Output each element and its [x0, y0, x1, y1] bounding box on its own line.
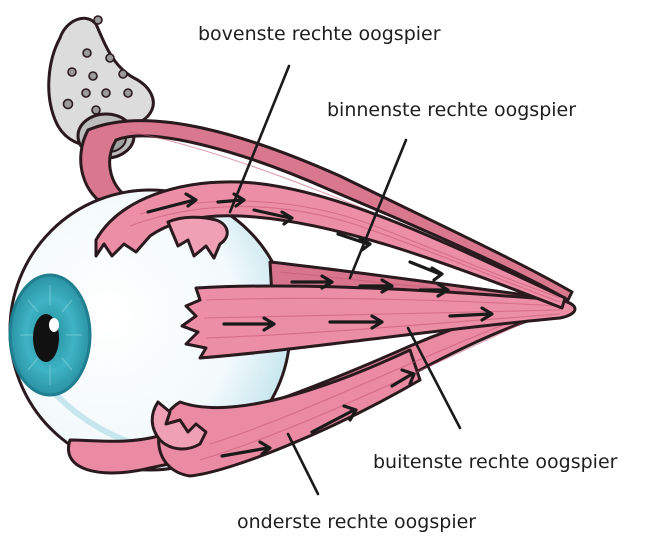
label-lateral-rectus: buitenste rechte oogspier [373, 451, 617, 473]
leader-line-inferior [288, 434, 318, 494]
label-medial-rectus: binnenste rechte oogspier [327, 99, 576, 121]
pupil [33, 314, 59, 362]
label-inferior-rectus: onderste rechte oogspier [237, 511, 476, 533]
label-superior-rectus: bovenste rechte oogspier [198, 23, 441, 45]
